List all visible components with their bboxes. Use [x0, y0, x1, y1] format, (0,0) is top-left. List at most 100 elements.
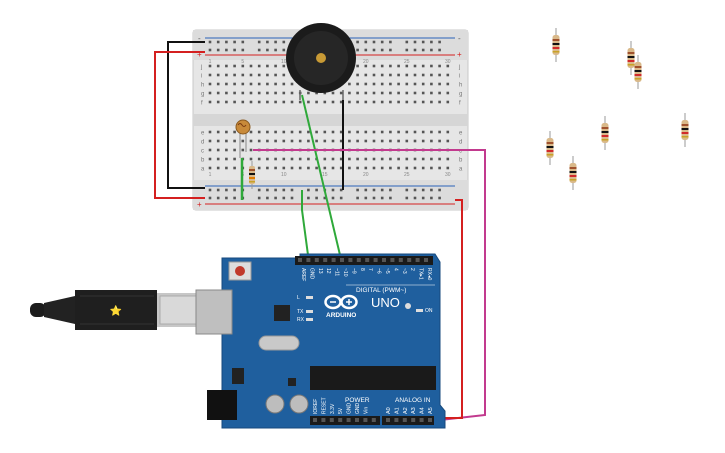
digital-header[interactable]	[295, 256, 433, 265]
row-letter: e	[459, 131, 463, 137]
column-number: 10	[281, 172, 287, 178]
header-pins	[298, 258, 432, 422]
digital-label: DIGITAL (PWM~)	[356, 287, 406, 294]
rail-minus-label-right: -	[458, 34, 461, 43]
column-number: 20	[363, 172, 369, 178]
rail-plus-label: +	[197, 50, 202, 59]
row-letter: a	[459, 167, 463, 173]
led-l	[306, 296, 313, 299]
breadboard-resistor[interactable]	[249, 161, 255, 189]
led-label: TX	[297, 309, 304, 315]
usb-cable[interactable]: ⭐	[30, 290, 200, 330]
row-letter: b	[201, 158, 205, 164]
row-letter: g	[201, 92, 204, 98]
column-number: 5	[241, 59, 244, 65]
column-number: 30	[445, 59, 451, 65]
digital-pin-label: ~11	[334, 268, 340, 276]
digital-pin-label: ~9	[350, 268, 356, 274]
power-pin-label: Vin	[363, 407, 369, 414]
analog-pin-label: A1	[394, 407, 400, 414]
digital-pin-label: ~3	[401, 268, 407, 274]
analog-pin-label: A3	[411, 407, 417, 414]
brand-label: ARDUINO	[326, 312, 356, 319]
digital-pin-label: 4	[392, 268, 398, 271]
center-channel	[193, 114, 468, 126]
row-letter: i	[201, 74, 202, 80]
board-model: UNO	[371, 295, 400, 310]
resistor[interactable]	[627, 41, 635, 75]
digital-pin-label: 2	[409, 268, 415, 271]
digital-pin-label: 13	[317, 268, 323, 274]
row-letter: a	[201, 167, 205, 173]
resistor[interactable]	[601, 116, 609, 150]
row-letter: b	[459, 158, 463, 164]
piezo-buzzer[interactable]	[286, 23, 356, 100]
bottom-rail	[193, 180, 468, 210]
analog-pin-label: A4	[420, 407, 426, 414]
power-label: POWER	[345, 397, 370, 404]
row-letter: g	[459, 92, 462, 98]
column-number: 10	[281, 59, 287, 65]
usb-plug-body	[75, 290, 157, 330]
wire-green-pin9[interactable]	[301, 94, 341, 256]
capacitor-1	[265, 394, 285, 414]
column-number: 1	[209, 172, 212, 178]
digital-pin-label: 8	[359, 268, 365, 271]
digital-pin-label: GND	[308, 268, 314, 280]
digital-pin-label: AREF	[300, 268, 306, 281]
loose-resistors[interactable]	[546, 28, 689, 190]
row-letter: f	[201, 101, 203, 107]
resistor[interactable]	[552, 28, 560, 62]
analog-pin-label: A5	[428, 407, 434, 414]
wire-black-left[interactable]	[167, 41, 205, 189]
resistor[interactable]	[546, 131, 554, 165]
column-number: 25	[404, 172, 410, 178]
photoresistor[interactable]	[235, 119, 251, 158]
capacitor-2	[289, 394, 309, 414]
usb-icon: ⭐	[110, 304, 122, 317]
analog-header[interactable]	[382, 416, 434, 425]
digital-pin-label: ~5	[384, 268, 390, 274]
power-pin-label: 3.3V	[330, 403, 336, 414]
power-pin-label: GND	[347, 403, 353, 415]
usb-cable-end	[30, 303, 46, 317]
led-label: L	[297, 295, 300, 301]
power-jack[interactable]	[207, 390, 237, 420]
rail-plus-label-bottom: +	[197, 200, 202, 209]
resistor[interactable]	[681, 113, 689, 147]
crystal	[258, 335, 300, 351]
row-letter: h	[201, 83, 204, 89]
power-header[interactable]	[310, 416, 380, 425]
row-letter: i	[459, 74, 460, 80]
digital-pin-label: RX◂0	[426, 268, 432, 280]
buzzer-center	[316, 53, 326, 63]
resistor[interactable]	[569, 156, 577, 190]
row-letter: d	[459, 140, 462, 146]
rail-plus-label-right: +	[457, 50, 462, 59]
row-letter: e	[201, 131, 205, 137]
resistor[interactable]	[634, 55, 642, 89]
digital-pin-label: ~10	[342, 268, 348, 277]
column-number: 20	[363, 59, 369, 65]
power-pin-label: RESET	[321, 397, 327, 414]
digital-pin-label: ~6	[376, 268, 382, 274]
regulator	[232, 368, 244, 384]
power-pin-label: IOREF	[313, 399, 319, 414]
arduino-logo-icon	[324, 294, 358, 310]
usb-socket[interactable]	[195, 289, 233, 335]
wire-green-pin12[interactable]	[301, 190, 309, 256]
on-label: ON	[425, 308, 433, 314]
column-number: 25	[404, 59, 410, 65]
wire-red-left[interactable]	[154, 51, 205, 199]
led-tx	[306, 310, 313, 313]
digital-pin-label: 12	[325, 268, 331, 274]
power-pin-label: 5V	[338, 407, 344, 414]
digital-pin-label: TX▸1	[418, 268, 424, 280]
